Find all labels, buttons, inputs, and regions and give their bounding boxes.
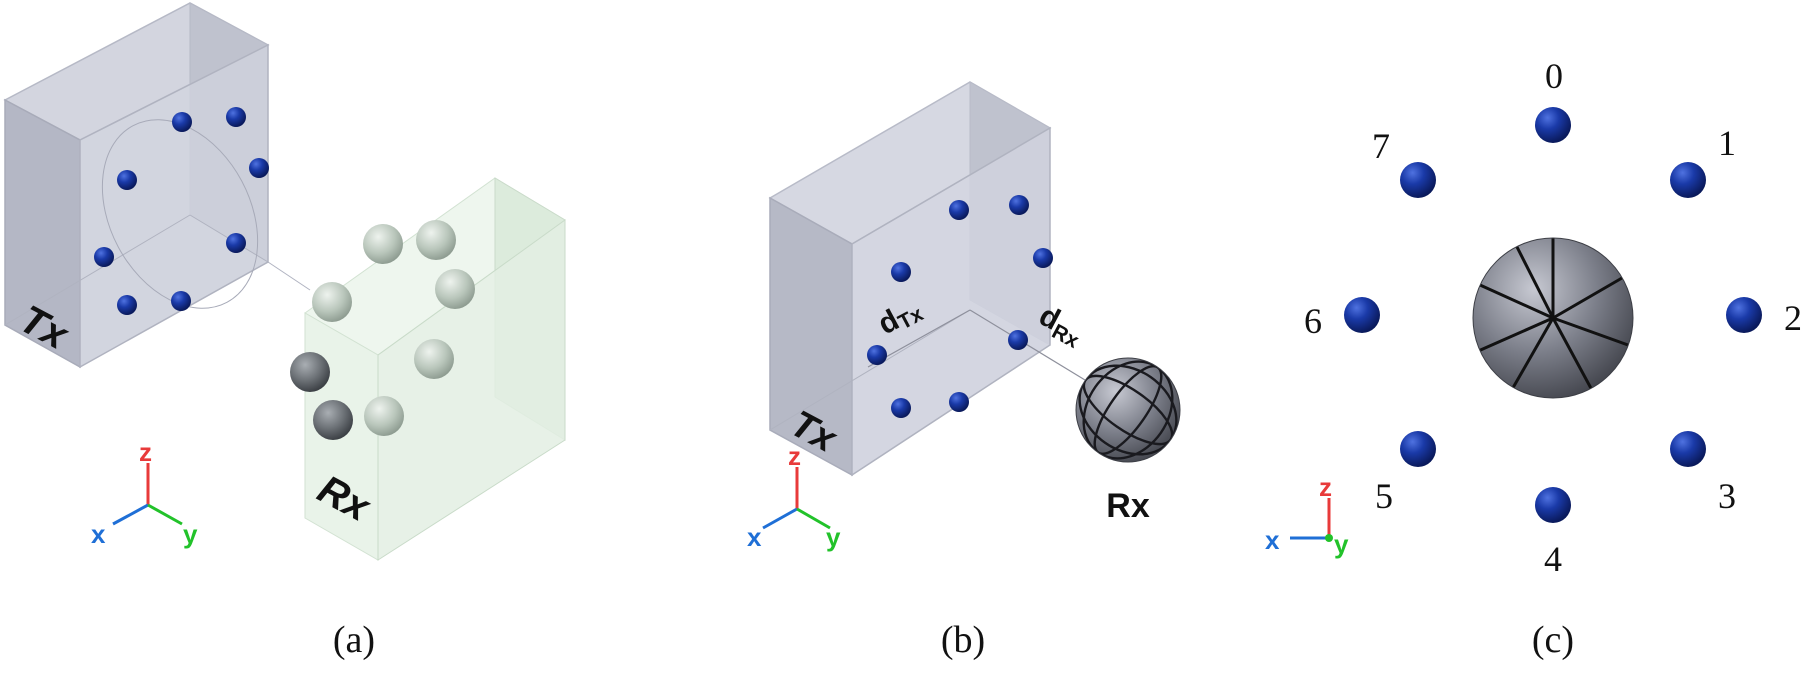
electrode-number-4: 4 [1544, 539, 1562, 579]
electrode [364, 396, 404, 436]
caption-c: (c) [1532, 619, 1574, 661]
tx-block-b [768, 81, 1086, 477]
axis-y-label-c: y [1334, 529, 1349, 559]
electrode-number-2: 2 [1784, 298, 1802, 338]
caption-b: (b) [941, 619, 985, 661]
axes-c: z x y [1265, 472, 1349, 559]
axis-z-label-a: z [139, 437, 152, 467]
electrode-6 [1344, 297, 1380, 333]
axis-z-label-c: z [1319, 472, 1332, 502]
panel-c: 0 1 2 3 4 5 6 7 z x y (c) [1265, 56, 1802, 661]
electrode-4 [1535, 487, 1571, 523]
electrode [416, 220, 456, 260]
tx-block-a [3, 2, 311, 369]
axis-y-label-b: y [826, 522, 841, 552]
electrode [414, 339, 454, 379]
electrode [226, 107, 246, 127]
electrode [891, 398, 911, 418]
electrode [226, 233, 246, 253]
panel-a: Tx Rx z x y (a) [3, 2, 566, 661]
panel-b: dTx dRx Tx Rx z x y (b) [747, 81, 1181, 661]
axis-x-label-b: x [747, 522, 762, 552]
axis-x-label-a: x [91, 519, 106, 549]
tx-electrodes-a [94, 107, 269, 315]
axes-a: z x y [91, 437, 198, 549]
electrodes-c [1344, 107, 1762, 523]
electrode-0 [1535, 107, 1571, 143]
electrode [867, 345, 887, 365]
electrode [117, 170, 137, 190]
rx-block-a [304, 177, 566, 561]
electrode [1008, 330, 1028, 350]
electrode [435, 269, 475, 309]
electrode-number-1: 1 [1718, 123, 1736, 163]
electrode-number-6: 6 [1304, 301, 1322, 341]
rx-sphere-b [1075, 357, 1181, 463]
electrode-number-3: 3 [1718, 476, 1736, 516]
rx-electrodes-a [290, 220, 475, 440]
electrode [1033, 248, 1053, 268]
axes-b: z x y [747, 441, 841, 552]
electrode [290, 352, 330, 392]
electrode [94, 247, 114, 267]
electrode [1009, 195, 1029, 215]
electrode-number-5: 5 [1375, 476, 1393, 516]
electrode [949, 200, 969, 220]
electrode-3 [1670, 431, 1706, 467]
electrode [363, 224, 403, 264]
electrode [313, 400, 353, 440]
electrode-number-7: 7 [1372, 126, 1390, 166]
electrode-1 [1670, 162, 1706, 198]
axis-x-label-c: x [1265, 525, 1280, 555]
axis-z-label-b: z [788, 441, 801, 471]
rx-sphere-c [1472, 237, 1634, 399]
electrode [172, 112, 192, 132]
electrode [171, 291, 191, 311]
axis-y-label-a: y [183, 519, 198, 549]
electrode [117, 295, 137, 315]
electrode-5 [1400, 431, 1436, 467]
electrode [312, 282, 352, 322]
caption-a: (a) [333, 619, 375, 661]
rx-label-b: Rx [1106, 487, 1150, 525]
tx-electrodes-b [867, 195, 1053, 418]
electrode [891, 262, 911, 282]
electrode [249, 158, 269, 178]
electrode-numbers-c: 0 1 2 3 4 5 6 7 [1304, 56, 1802, 579]
electrode-7 [1400, 162, 1436, 198]
electrode-2 [1726, 297, 1762, 333]
electrode-number-0: 0 [1545, 56, 1563, 96]
electrode [949, 392, 969, 412]
